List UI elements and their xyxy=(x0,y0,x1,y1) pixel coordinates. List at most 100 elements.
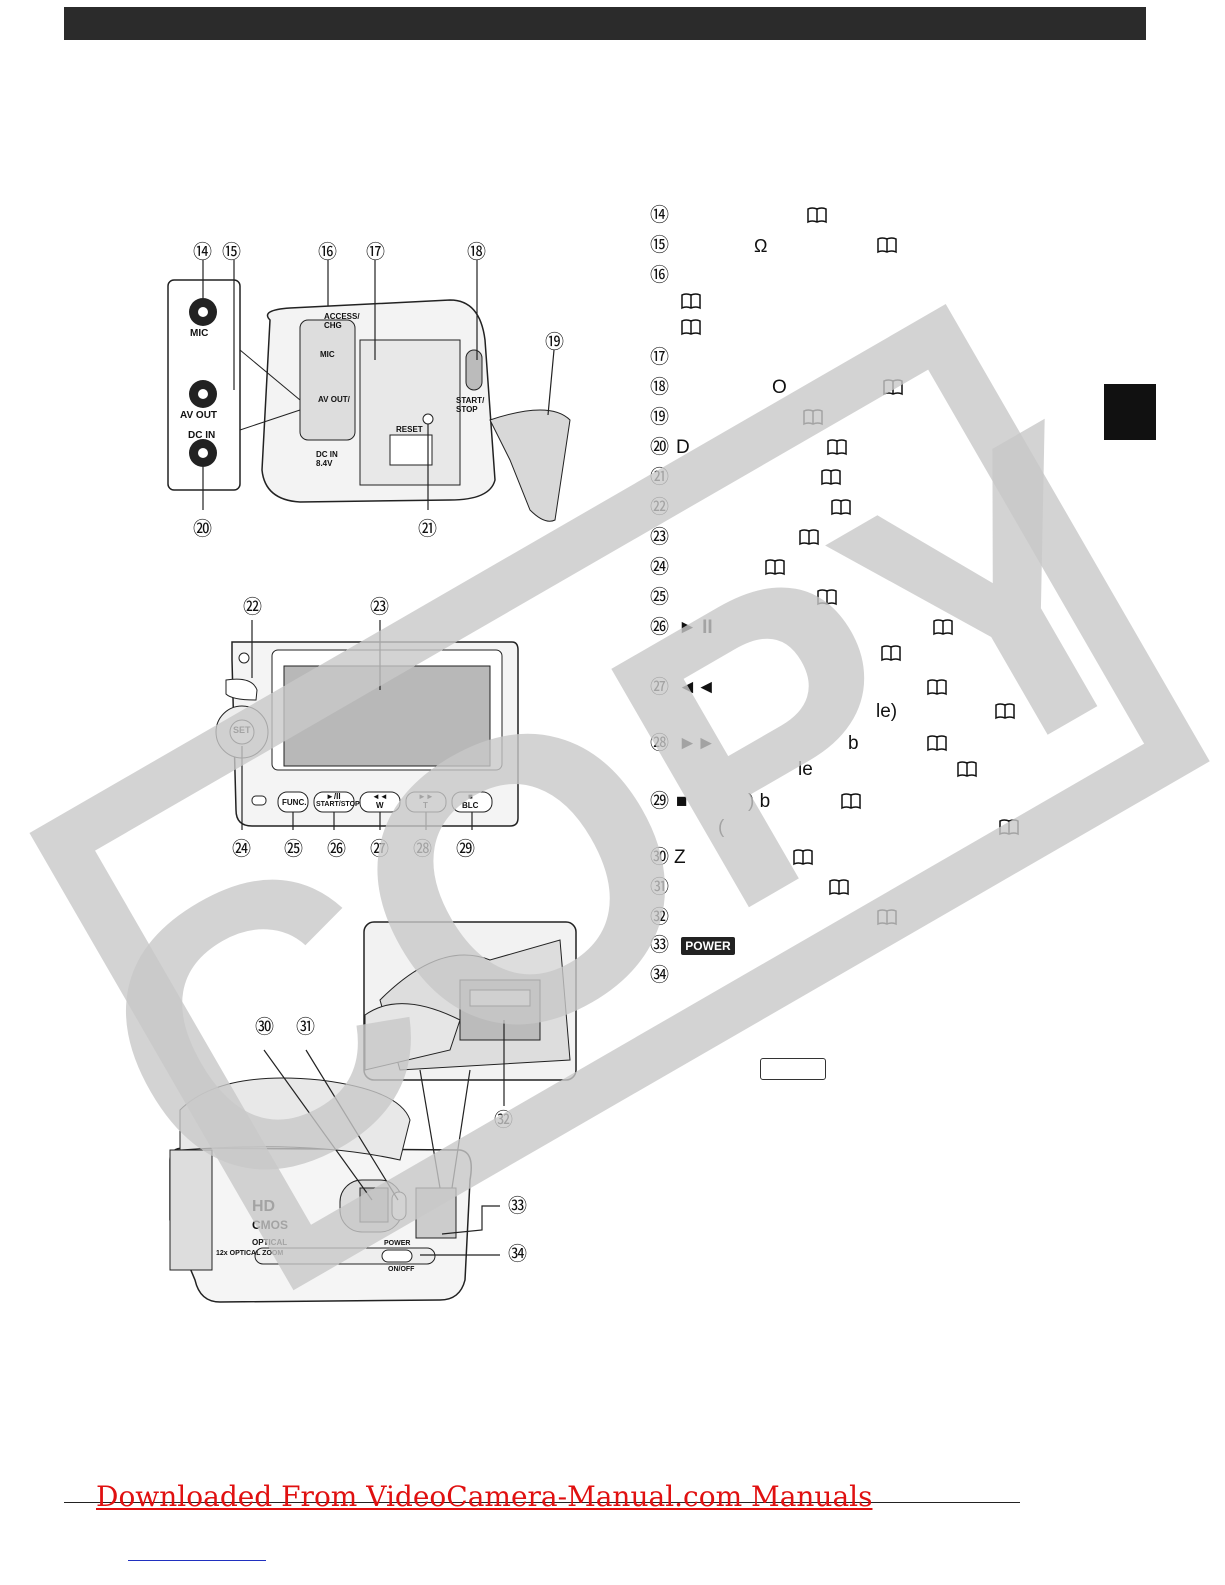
footer-rule xyxy=(64,1502,1020,1503)
callout-20: ⑳ xyxy=(193,519,213,540)
list-item: ⑮ Ω xyxy=(650,234,897,258)
icon-outline-box xyxy=(760,1058,826,1080)
callout-30: ㉚ xyxy=(255,1017,275,1038)
callout-15: ⑮ xyxy=(222,242,242,263)
lcd-panel-figure: SET FUNC. ►/II START/STOP ◄◄ W ►► T ■ BL… xyxy=(212,620,532,846)
set-button-label[interactable]: SET xyxy=(233,725,251,735)
callout-32: ㉜ xyxy=(494,1110,514,1131)
dc-in-label: DC IN xyxy=(188,430,216,441)
book-icon xyxy=(680,292,704,312)
book-icon xyxy=(882,378,906,398)
list-item: ㉘ ►► b xyxy=(650,732,947,756)
cam-dc-in-label: DC IN 8.4V xyxy=(316,450,338,468)
book-icon xyxy=(998,818,1022,838)
callout-31: ㉛ xyxy=(296,1017,316,1038)
callout-17: ⑰ xyxy=(366,242,386,263)
book-icon xyxy=(820,468,844,488)
book-icon xyxy=(926,678,950,698)
callout-16: ⑯ xyxy=(318,242,338,263)
cam-av-out-label: AV OUT/ xyxy=(318,395,350,404)
callout-27: ㉗ xyxy=(370,839,390,860)
rewind-icon: ◄◄ xyxy=(372,792,388,801)
list-item: ㉜ xyxy=(650,906,897,930)
header-bar xyxy=(64,7,1146,40)
book-icon xyxy=(826,438,850,458)
list-item: ㉗ ◄◄ xyxy=(650,676,947,700)
book-icon xyxy=(802,408,826,428)
callout-18: ⑱ xyxy=(467,242,487,263)
callout-14: ⑭ xyxy=(193,242,213,263)
power-badge: POWER xyxy=(681,936,735,955)
list-item: ㉓ xyxy=(650,526,819,550)
callout-25: ㉕ xyxy=(284,839,304,860)
w-button[interactable]: W xyxy=(376,801,384,810)
access-chg-label: ACCESS/ CHG xyxy=(324,312,360,330)
book-icon xyxy=(828,878,852,898)
reset-label: RESET xyxy=(396,425,423,434)
book-icon xyxy=(806,206,830,226)
list-item: ㉔ xyxy=(650,556,785,580)
hd-logo: HD xyxy=(252,1198,276,1215)
bottom-link-underline[interactable] xyxy=(128,1560,266,1561)
list-item: ⑭ xyxy=(650,204,827,228)
book-icon xyxy=(798,528,822,548)
callout-28: ㉘ xyxy=(413,839,433,860)
list-item: ⑳ D xyxy=(650,436,847,460)
book-icon xyxy=(956,760,980,780)
start-stop-label: START/ STOP xyxy=(456,396,485,414)
list-item: ㉖ ► II xyxy=(650,616,953,640)
book-icon xyxy=(764,558,788,578)
list-item: ⑰ xyxy=(650,347,670,368)
play-pause-icon: ►/II xyxy=(326,792,341,801)
list-item: ㉛ xyxy=(650,876,849,900)
fast-forward-icon: ►► xyxy=(418,792,434,801)
list-item: ㉙ ■ ) b xyxy=(650,790,861,814)
callout-24: ㉔ xyxy=(232,839,252,860)
list-item: ㉝ POWER xyxy=(650,934,735,958)
list-item: ⑲ xyxy=(650,406,823,430)
av-out-label: AV OUT xyxy=(180,410,218,421)
book-icon xyxy=(830,498,854,518)
callout-19: ⑲ xyxy=(545,332,565,353)
rear-view-drawing xyxy=(167,260,571,522)
callout-21: ㉑ xyxy=(418,519,438,540)
list-item: ㉚ Z xyxy=(650,846,813,870)
stop-icon: ■ xyxy=(468,792,473,801)
cmos-logo: CMOS xyxy=(252,1218,288,1232)
footer-link[interactable]: Downloaded From VideoCamera-Manual.com M… xyxy=(96,1480,873,1513)
start-stop-button[interactable]: START/STOP xyxy=(316,801,360,808)
book-icon xyxy=(840,792,864,812)
book-icon xyxy=(792,848,816,868)
callout-26: ㉖ xyxy=(327,839,347,860)
blc-button[interactable]: BLC xyxy=(462,801,479,810)
book-icon xyxy=(994,702,1018,722)
book-icon xyxy=(816,588,840,608)
callout-33: ㉝ xyxy=(508,1196,528,1217)
list-item: ㉕ xyxy=(650,586,837,610)
book-icon xyxy=(926,734,950,754)
list-item: ㉑ xyxy=(650,466,841,490)
callout-22: ㉒ xyxy=(243,597,263,618)
onoff-label: ON/OFF xyxy=(388,1266,415,1273)
power-label: POWER xyxy=(384,1240,411,1247)
list-item: ⑱ O xyxy=(650,376,903,400)
callout-23: ㉓ xyxy=(370,597,390,618)
book-icon xyxy=(932,618,956,638)
list-item: ⑯ xyxy=(650,265,670,286)
func-button[interactable]: FUNC. xyxy=(282,798,307,807)
book-icon xyxy=(680,318,704,338)
zoom-label: 12x OPTICAL ZOOM xyxy=(216,1250,284,1257)
optical-logo: OPTICAL xyxy=(252,1238,288,1247)
headphone-icon: Ω xyxy=(754,236,768,256)
list-item: ㉒ xyxy=(650,496,851,520)
book-icon xyxy=(880,644,904,664)
book-icon xyxy=(876,236,900,256)
list-item: ㉞ xyxy=(650,965,670,986)
cam-mic-label: MIC xyxy=(320,350,335,359)
t-button[interactable]: T xyxy=(423,801,428,810)
callout-34: ㉞ xyxy=(508,1244,528,1265)
book-icon xyxy=(876,908,900,928)
callout-29: ㉙ xyxy=(456,839,476,860)
mic-label: MIC xyxy=(190,328,209,339)
section-tab xyxy=(1104,384,1156,440)
